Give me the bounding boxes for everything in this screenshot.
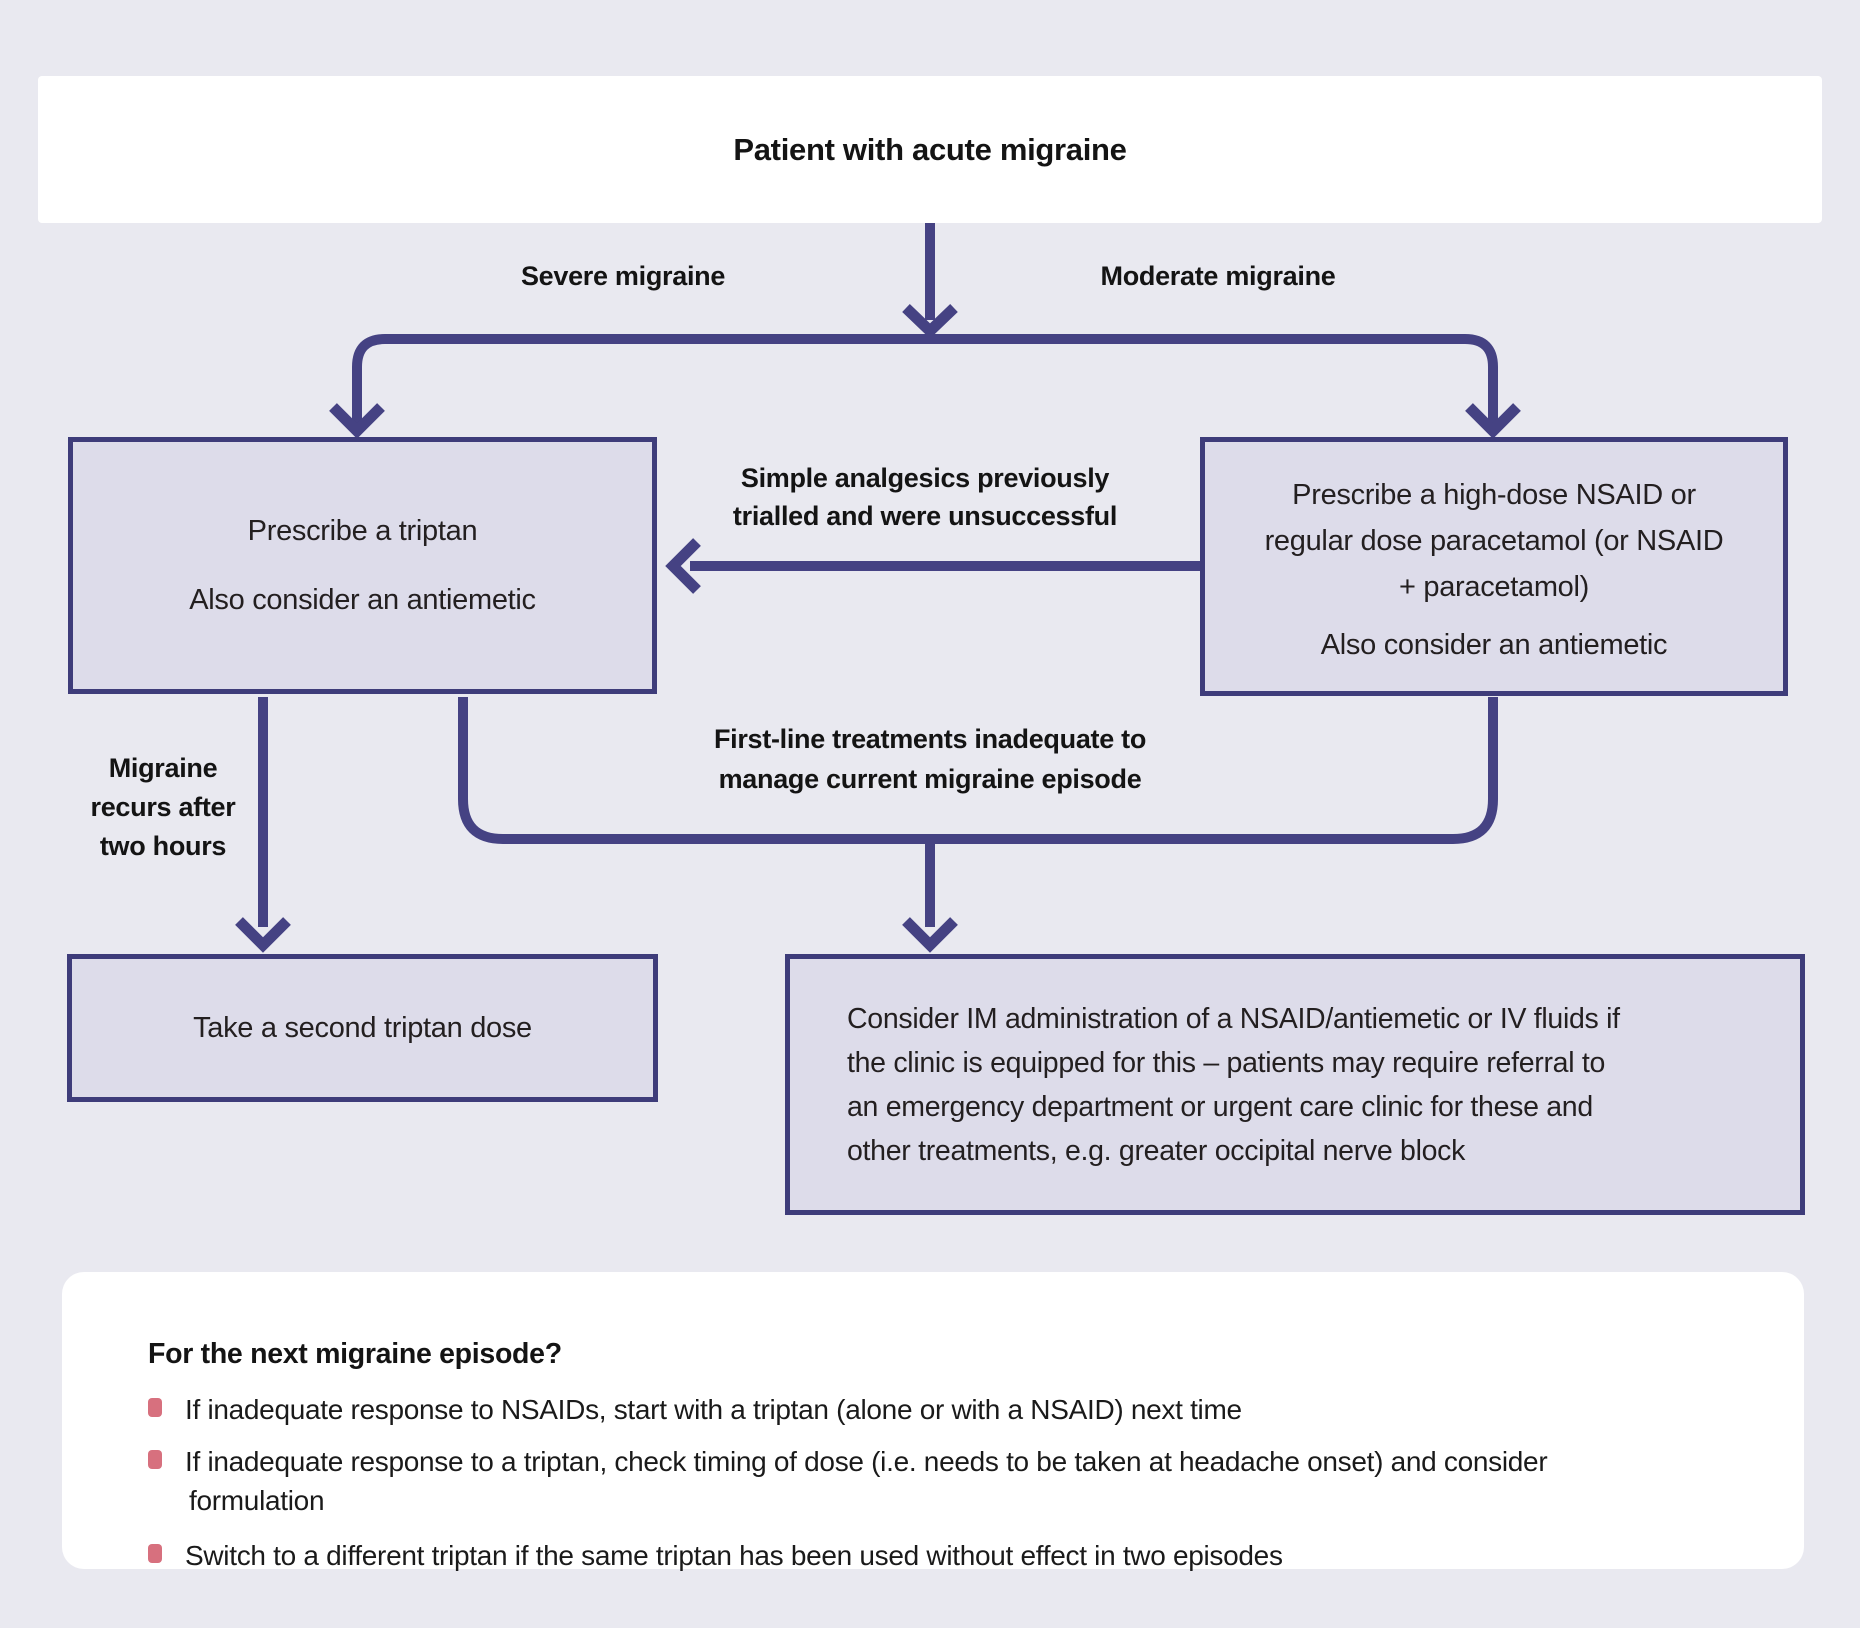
arrowhead-left-branch-icon <box>329 403 385 439</box>
bullet-square-icon <box>148 1398 162 1417</box>
arrowhead-recurs-down-icon <box>235 917 291 953</box>
arrowhead-merge-down-icon <box>902 917 958 953</box>
node-text-line: an emergency department or urgent care c… <box>847 1090 1593 1123</box>
node-prescribe-nsaid: Prescribe a high-dose NSAID or regular d… <box>1200 437 1788 696</box>
arrowhead-left-icon <box>665 538 701 594</box>
bullet-line: Switch to a different triptan if the sam… <box>185 1540 1283 1571</box>
panel-bullet-item: If inadequate response to a triptan, che… <box>148 1442 1548 1520</box>
edge-label-line: two hours <box>99 831 227 861</box>
panel-bullet-item: If inadequate response to NSAIDs, start … <box>148 1390 1242 1429</box>
title-band: Patient with acute migraine <box>38 76 1822 223</box>
arrowhead-right-branch-icon <box>1465 403 1521 439</box>
panel-heading: For the next migraine episode? <box>148 1338 562 1370</box>
bullet-square-icon <box>148 1450 162 1469</box>
split-connector <box>352 334 1498 426</box>
arrowhead-trunk-down-icon <box>902 304 958 339</box>
first-line-inadequate-label: First-line treatments inadequate to mana… <box>630 719 1230 799</box>
node-text-line: regular dose paracetamol (or NSAID <box>1264 524 1724 557</box>
edge-label-line: First-line treatments inadequate to <box>713 724 1147 754</box>
edge-label-line: manage current migraine episode <box>718 764 1142 794</box>
bullet-line: formulation <box>189 1485 325 1516</box>
bullet-line: If inadequate response to a triptan, che… <box>185 1446 1548 1477</box>
severe-migraine-label: Severe migraine <box>520 261 726 291</box>
node-text-line: Consider IM administration of a NSAID/an… <box>847 1002 1620 1035</box>
node-second-triptan-dose: Take a second triptan dose <box>67 954 658 1102</box>
node-text-line: other treatments, e.g. greater occipital… <box>847 1134 1466 1167</box>
simple-analgesics-label: Simple analgesics previously trialled an… <box>625 459 1225 535</box>
node-text-line: + paracetamol) <box>1398 570 1590 603</box>
panel-bullet-item: Switch to a different triptan if the sam… <box>148 1536 1283 1575</box>
bullet-text: If inadequate response to a triptan, che… <box>185 1442 1548 1520</box>
merge-connector <box>458 697 1498 844</box>
edge-label-line: Migraine <box>108 753 218 783</box>
migraine-recurs-label: Migraine recurs after two hours <box>23 749 303 866</box>
node-im-administration: Consider IM administration of a NSAID/an… <box>785 954 1805 1215</box>
bullet-text: Switch to a different triptan if the sam… <box>185 1536 1283 1575</box>
page-title: Patient with acute migraine <box>733 131 1127 167</box>
node-text-line: Also consider an antiemetic <box>1320 628 1668 661</box>
node-text-line: the clinic is equipped for this – patien… <box>847 1046 1606 1079</box>
bullet-text: If inadequate response to NSAIDs, start … <box>185 1390 1242 1429</box>
edge-label-line: trialled and were unsuccessful <box>732 501 1118 531</box>
edge-label-line: Simple analgesics previously <box>740 463 1110 493</box>
node-text-line: Take a second triptan dose <box>193 1011 532 1044</box>
edge-label-line: recurs after <box>90 792 236 822</box>
node-text-line: Prescribe a high-dose NSAID or <box>1292 478 1696 511</box>
moderate-migraine-label: Moderate migraine <box>1100 261 1336 291</box>
node-prescribe-triptan: Prescribe a triptan Also consider an ant… <box>68 437 657 694</box>
node-text-line: Prescribe a triptan <box>247 514 478 547</box>
bullet-square-icon <box>148 1544 162 1563</box>
bullet-line: If inadequate response to NSAIDs, start … <box>185 1394 1242 1425</box>
node-text-line: Also consider an antiemetic <box>189 583 536 616</box>
next-episode-panel <box>62 1272 1804 1569</box>
